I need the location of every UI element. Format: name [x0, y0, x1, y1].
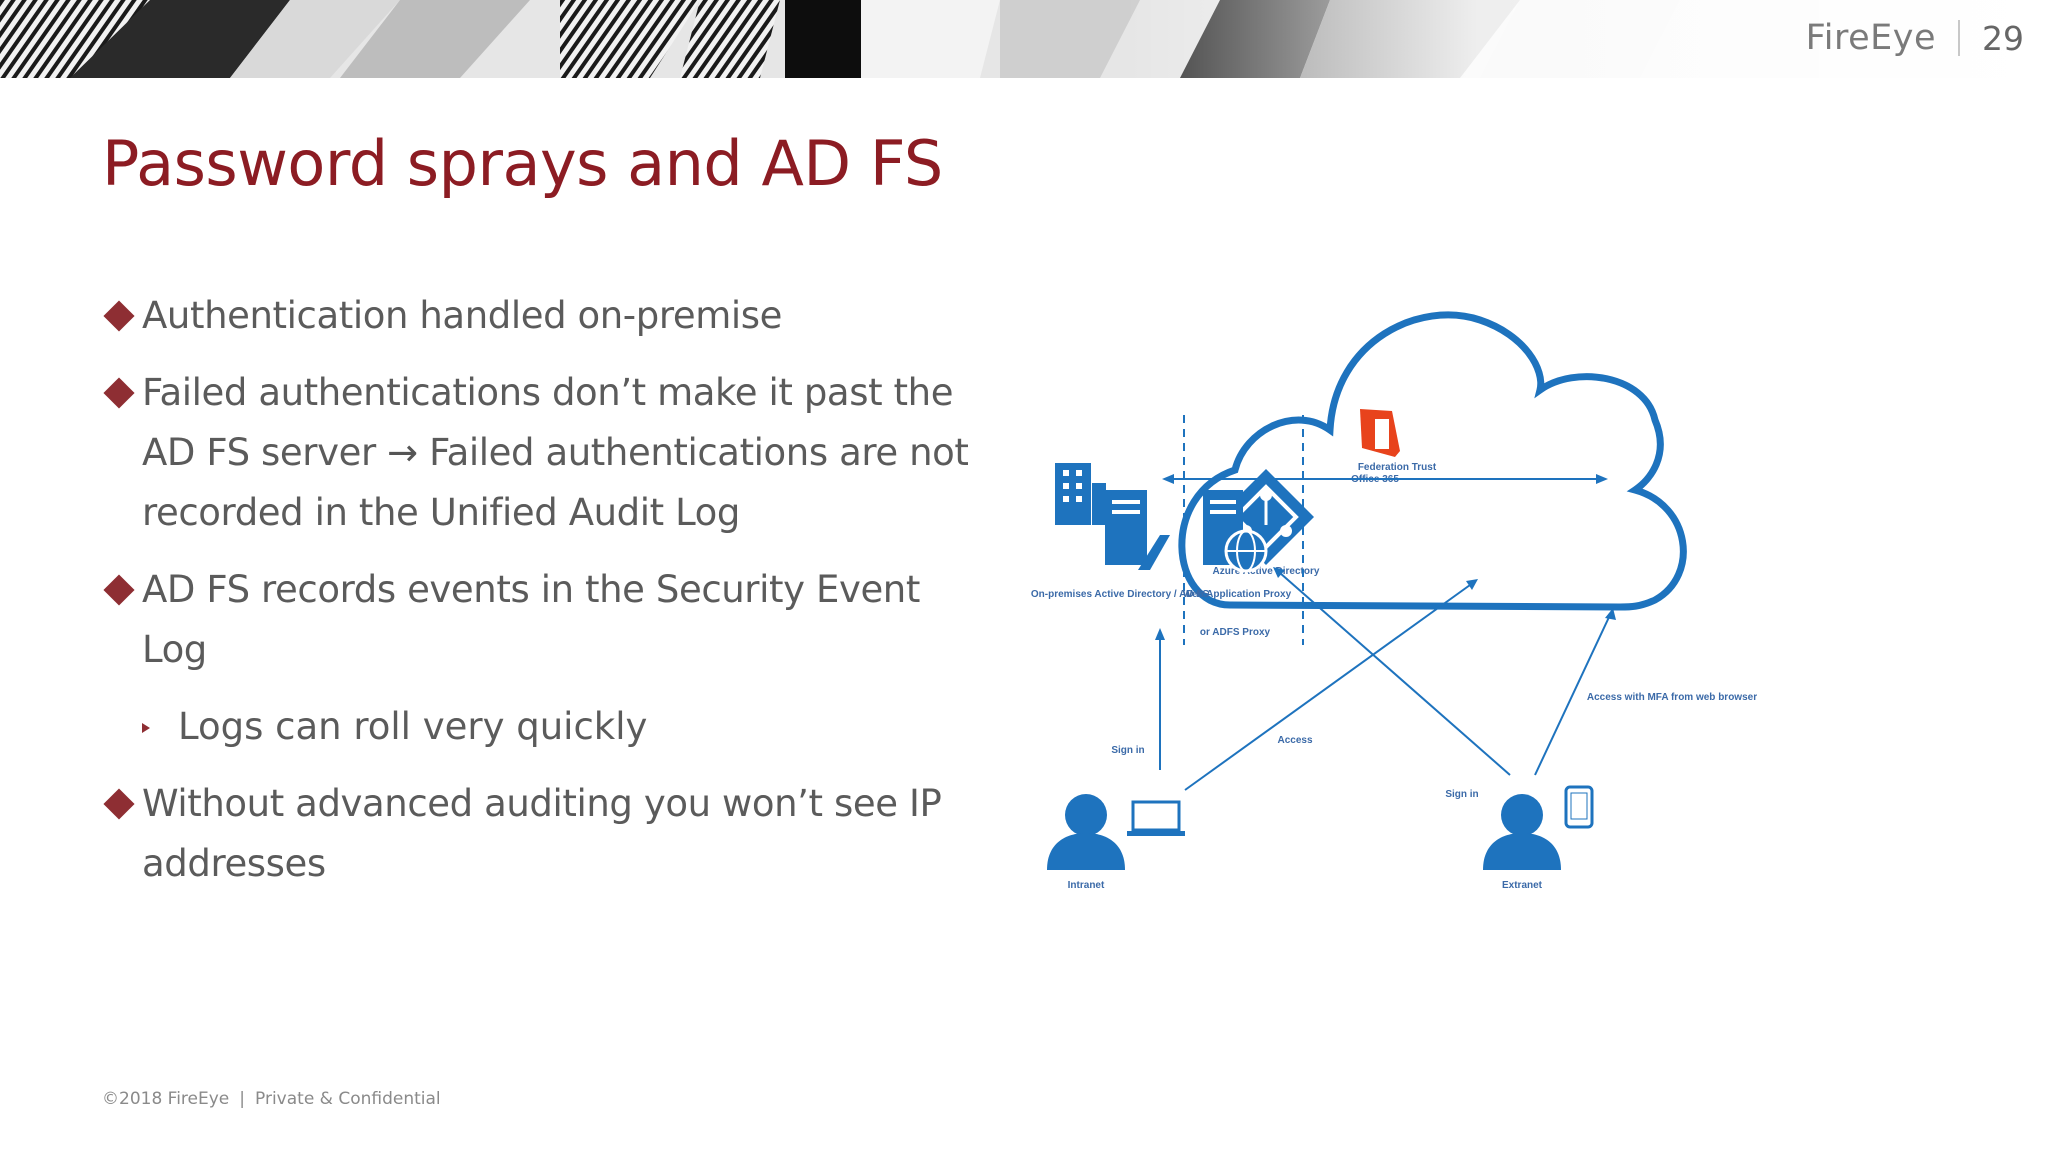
sign-in-label-right: Sign in — [1445, 789, 1478, 800]
bullet-item: AD FS records events in the Security Eve… — [103, 560, 984, 680]
brand-divider — [1958, 20, 1960, 56]
wap-label: Web Application Proxy — [1183, 589, 1292, 600]
onprem-ad-icon — [1055, 463, 1170, 570]
adfs-architecture-diagram: Office 365 Azure Active Directory Federa… — [1031, 311, 1757, 891]
extranet-user-icon — [1483, 794, 1561, 870]
sub-bullet-item: Logs can roll very quickly — [104, 697, 984, 757]
bullet-text: AD FS records events in the Security Eve… — [142, 568, 920, 671]
copyright-text: ©2018 FireEye — [102, 1089, 230, 1109]
diamond-bullet-icon — [103, 574, 135, 606]
office365-icon — [1360, 409, 1400, 457]
diamond-bullet-icon — [103, 300, 135, 332]
cloud-shape — [1178, 311, 1687, 611]
slide-title: Password sprays and AD FS — [102, 127, 943, 200]
intranet-user-icon — [1047, 794, 1125, 870]
slide-footer: ©2018 FireEye | Private & Confidential — [102, 1089, 441, 1109]
azure-ad-label: Azure Active Directory — [1213, 566, 1320, 577]
banner-artwork — [0, 0, 2048, 78]
bullet-item: Without advanced auditing you won’t see … — [103, 774, 984, 894]
bullet-list: Authentication handled on-premise Failed… — [103, 286, 984, 911]
federation-trust-label: Federation Trust — [1358, 462, 1437, 473]
confidential-text: Private & Confidential — [255, 1089, 441, 1109]
right-arrow-icon: → — [387, 431, 418, 474]
bullet-item: Failed authentications don’t make it pas… — [103, 363, 984, 543]
bullet-text: Authentication handled on-premise — [142, 294, 782, 337]
access-mfa-label: Access with MFA from web browser — [1587, 692, 1757, 703]
sub-bullet-text: Logs can roll very quickly — [178, 705, 648, 748]
bullet-text: Without advanced auditing you won’t see … — [142, 782, 942, 885]
onprem-ad-label: On-premises Active Directory / AD FS — [1031, 589, 1210, 600]
laptop-icon — [1127, 800, 1185, 836]
fireeye-logo: FireEye — [1805, 18, 1936, 58]
mobile-phone-icon — [1564, 785, 1594, 829]
triangle-bullet-icon — [142, 723, 150, 733]
diamond-bullet-icon — [103, 788, 135, 820]
intranet-label: Intranet — [1068, 880, 1105, 891]
adfs-proxy-label: or ADFS Proxy — [1200, 627, 1271, 638]
header-banner: FireEye 29 — [0, 0, 2048, 78]
web-application-proxy-icon — [1203, 490, 1268, 573]
diamond-bullet-icon — [103, 377, 135, 409]
page-number: 29 — [1982, 18, 2024, 58]
extranet-label: Extranet — [1502, 880, 1543, 891]
footer-separator: | — [239, 1089, 246, 1109]
brand-block: FireEye 29 — [1806, 18, 2024, 58]
access-label: Access — [1277, 735, 1312, 746]
sign-in-label-left: Sign in — [1111, 745, 1144, 756]
bullet-item: Authentication handled on-premise — [103, 286, 984, 346]
bullet-text-continuation: Failed authentications are not recorded … — [142, 431, 969, 534]
bullet-text: Failed authentications don’t make it pas… — [142, 371, 954, 474]
